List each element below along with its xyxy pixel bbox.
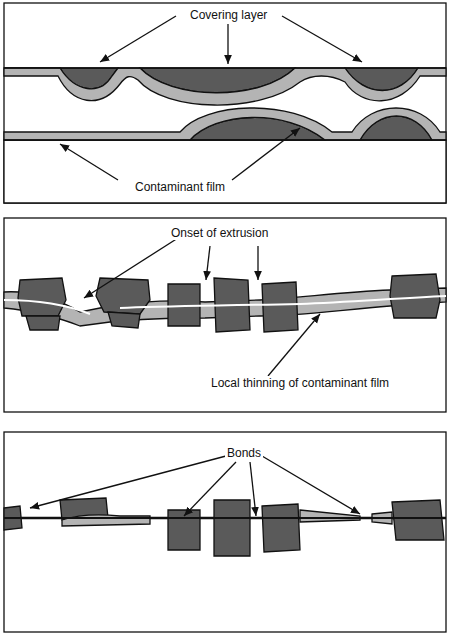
label: Onset of extrusion	[169, 226, 270, 240]
label: Local thinning of contaminant film	[209, 376, 391, 390]
label: Contaminant film	[133, 180, 227, 194]
label: Bonds	[225, 446, 263, 460]
label: Covering layer	[188, 8, 269, 22]
